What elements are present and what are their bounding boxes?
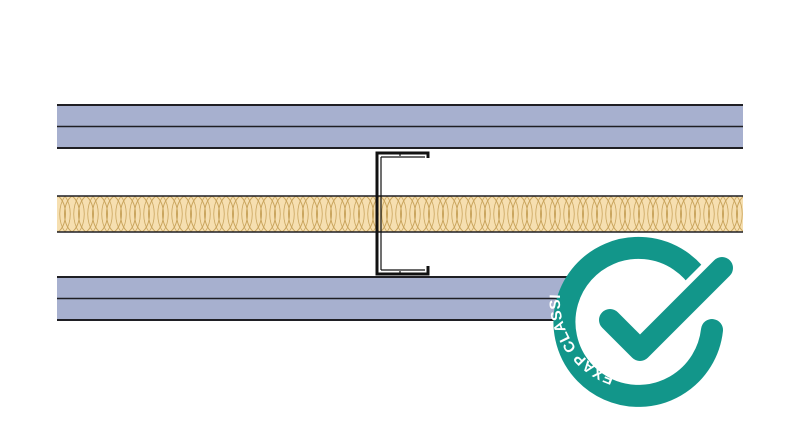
- top-plasterboard: [57, 104, 743, 149]
- bottom-plasterboard: [57, 276, 572, 321]
- top-board-inner: [57, 127, 743, 148]
- badge-ring: [553, 236, 723, 407]
- top-board-outer: [57, 105, 743, 126]
- insulation-layer: [57, 195, 743, 233]
- badge-text: EN & EXAP CLASSIFIED: [0, 0, 620, 389]
- steel-c-stud: [375, 151, 430, 276]
- checkmark-icon: [593, 251, 739, 367]
